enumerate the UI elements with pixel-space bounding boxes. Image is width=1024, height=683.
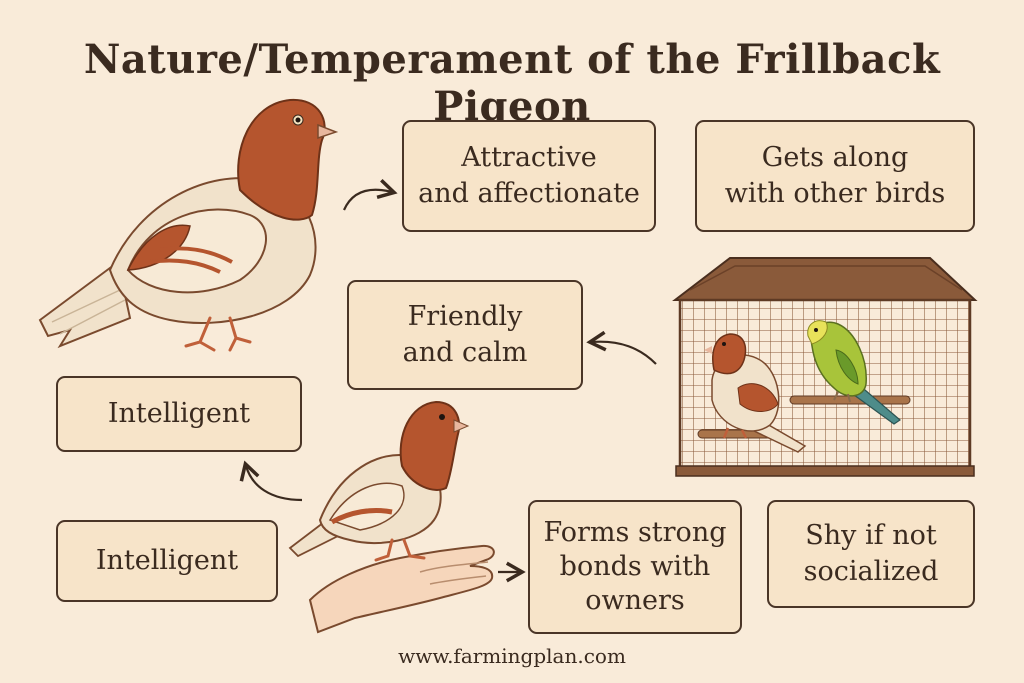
perched-pigeon-illustration bbox=[288, 400, 470, 562]
cage-pigeon-illustration bbox=[704, 333, 807, 453]
trait-card-friendly: Friendly and calm bbox=[347, 280, 583, 390]
parakeet-illustration bbox=[807, 320, 901, 425]
footer-url: www.farmingplan.com bbox=[398, 644, 626, 668]
page-title: Nature/Temperament of the Frillback Pige… bbox=[83, 36, 941, 130]
trait-card-intelligent-top: Intelligent bbox=[56, 376, 302, 452]
hand-pigeon-illustration bbox=[288, 400, 495, 634]
hand-illustration bbox=[308, 544, 495, 634]
large-pigeon-illustration bbox=[38, 98, 339, 352]
trait-card-shy: Shy if not socialized bbox=[767, 500, 975, 608]
arrow-icon bbox=[239, 460, 303, 502]
trait-card-attractive: Attractive and affectionate bbox=[402, 120, 656, 232]
trait-card-intelligent-bottom: Intelligent bbox=[56, 520, 278, 602]
trait-card-gets-along: Gets along with other birds bbox=[695, 120, 975, 232]
arrow-icon bbox=[342, 178, 398, 211]
trait-card-bonds: Forms strong bonds with owners bbox=[528, 500, 742, 634]
cage-illustration bbox=[672, 257, 978, 477]
arrow-icon bbox=[586, 330, 657, 365]
